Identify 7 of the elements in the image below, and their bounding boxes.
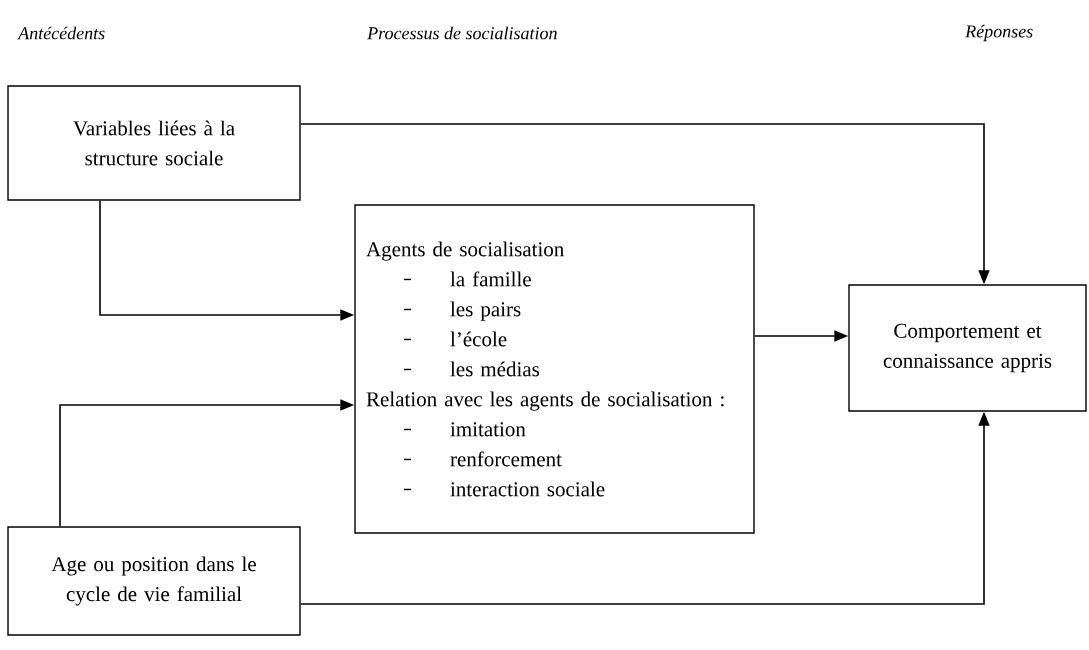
- column-heading: Antécédents: [17, 26, 105, 40]
- process-box: Age ou position dans le cycle de vie familial: [7, 526, 301, 636]
- process-box: Variables liées à la structure sociale: [7, 85, 301, 201]
- column-heading: Processus de socialisation: [367, 26, 557, 40]
- process-box: Comportement et connaissance appris: [848, 284, 1087, 412]
- process-box: Agents de socialisation la famille les pairs l’école les médias Relation avec les agents de socialisation : imitation renforcement interaction sociale: [354, 204, 755, 534]
- column-heading: Réponses: [965, 24, 1033, 42]
